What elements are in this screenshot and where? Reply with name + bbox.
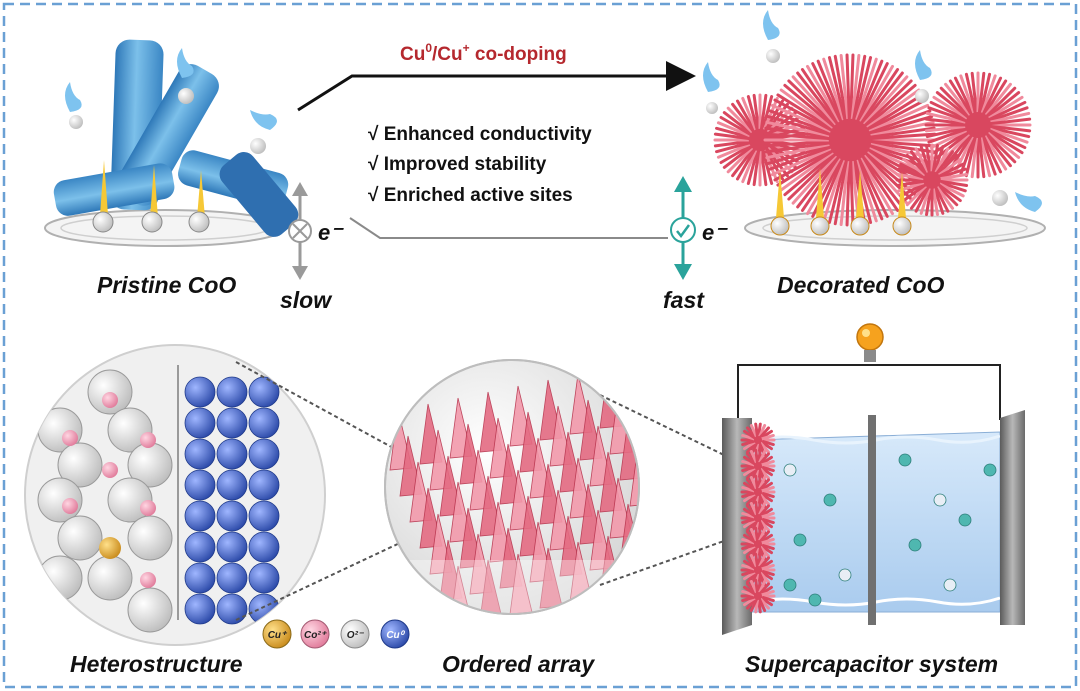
co-doping-label: Cu0/Cu+ co-doping [400, 41, 567, 65]
nanoflower [740, 578, 776, 614]
heterostructure-label: Heterostructure [70, 651, 243, 677]
ion-legend: Cu⁺ Co²⁺ O²⁻ Cu⁰ [262, 619, 410, 649]
slow-electron-label: e⁻ [318, 220, 344, 245]
nanoflower [740, 422, 776, 458]
decorated-coo-illustration [703, 10, 1046, 247]
fast-electron-label: e⁻ [702, 220, 728, 245]
co-doping-arrow [297, 61, 696, 112]
zoom-line [235, 509, 471, 621]
ordered-array-zoom [384, 359, 640, 615]
light-bulb-icon [856, 323, 884, 351]
benefit-conductivity: √ Enhanced conductivity [368, 124, 592, 145]
legend-co-2plus: Co²⁺ [304, 630, 328, 641]
heterostructure-zoom [24, 344, 326, 646]
zoom-line [235, 361, 471, 491]
decorated-coo-title: Decorated CoO [777, 272, 945, 298]
fast-electron-indicator [670, 176, 696, 280]
nanoflower [763, 53, 937, 227]
benefit-active-sites: √ Enriched active sites [368, 185, 573, 206]
nanoflower [740, 448, 776, 484]
pristine-coo-illustration [44, 39, 299, 247]
nanoflower [740, 526, 776, 562]
ordered-array-label: Ordered array [442, 651, 595, 677]
nanoflower [924, 71, 1032, 179]
nanoflower [895, 143, 969, 217]
fast-label: fast [663, 287, 705, 313]
legend-cu-0: Cu⁰ [386, 630, 405, 641]
legend-o-2minus: O²⁻ [347, 630, 365, 641]
benefit-stability: √ Improved stability [368, 154, 547, 175]
legend-cu-plus: Cu⁺ [268, 630, 288, 641]
pristine-coo-title: Pristine CoO [97, 272, 236, 298]
connector-line [349, 217, 668, 239]
supercapacitor-illustration [722, 323, 1025, 635]
slow-electron-indicator [288, 182, 312, 280]
slow-label: slow [280, 287, 333, 313]
supercapacitor-label: Supercapacitor system [745, 651, 998, 677]
